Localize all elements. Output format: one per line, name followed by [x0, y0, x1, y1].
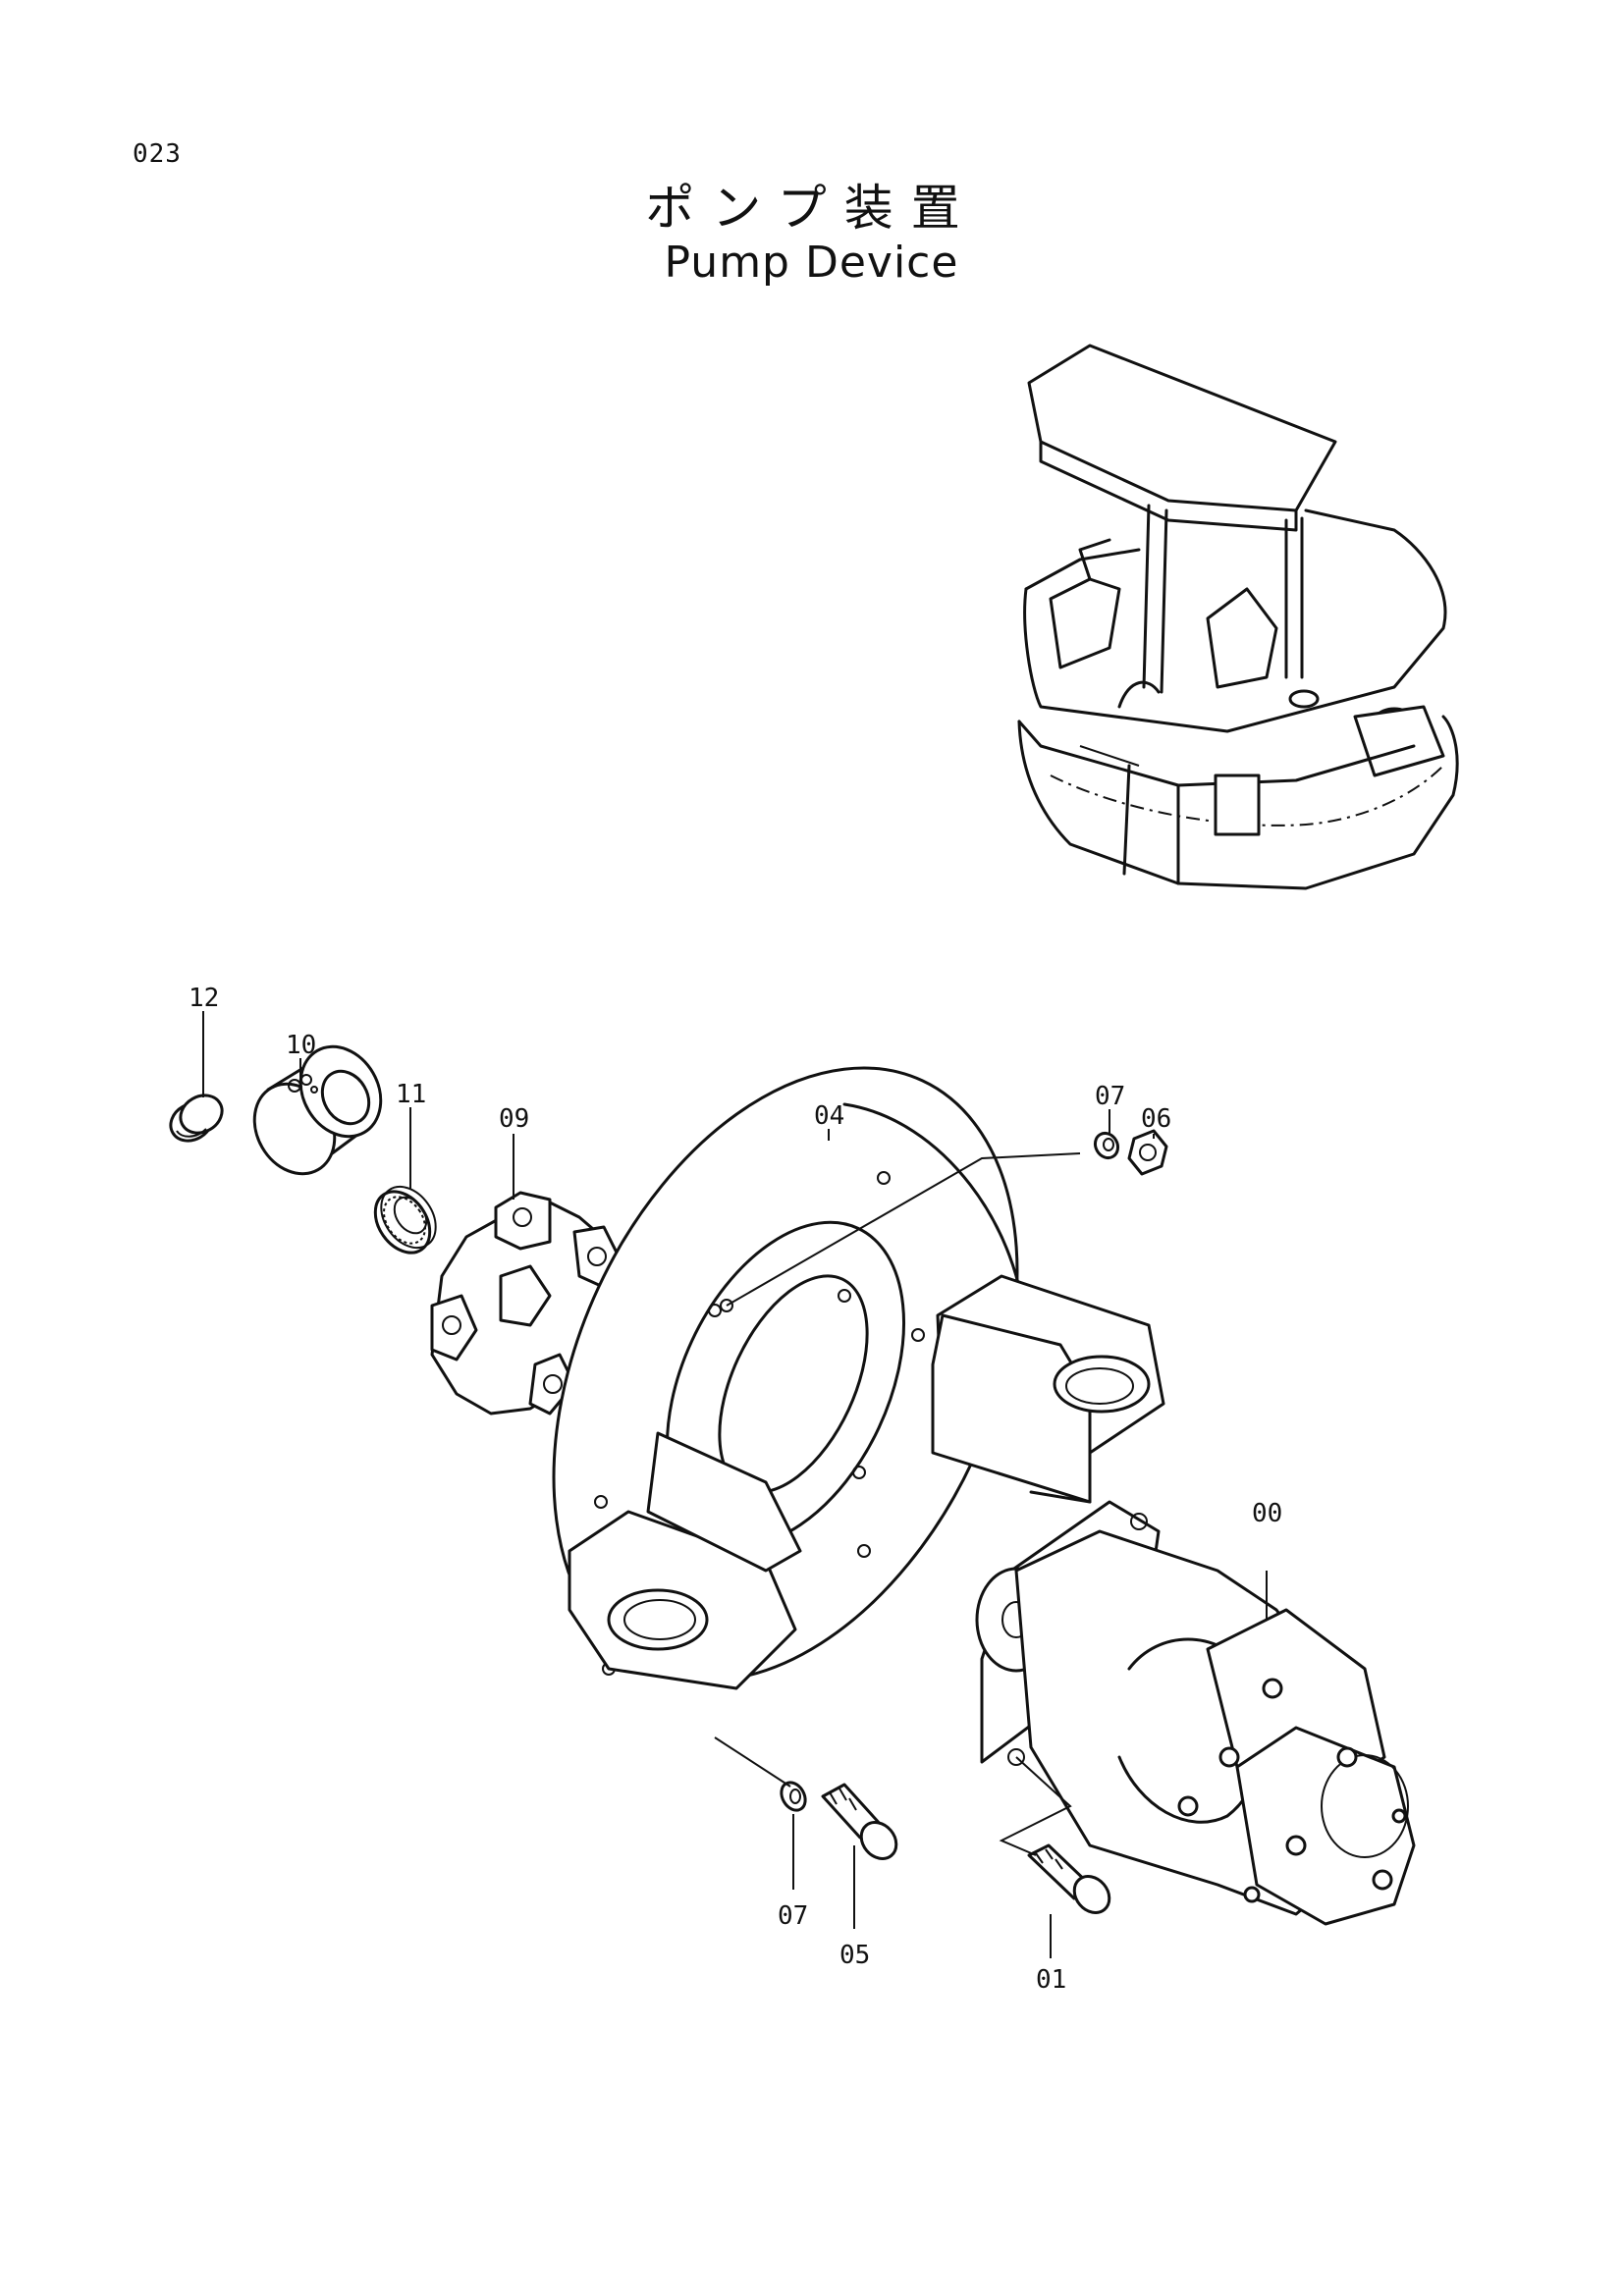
callout-05: 05	[839, 1941, 870, 1970]
title-japanese: ポンプ装置	[645, 180, 978, 237]
callout-09: 09	[499, 1104, 529, 1134]
callout-01: 01	[1036, 1965, 1066, 1995]
part-00-pump	[975, 1500, 1416, 1926]
callout-10: 10	[286, 1031, 316, 1060]
part-04-flange-plate	[552, 1066, 1165, 1690]
callout-12: 12	[189, 984, 219, 1013]
title-english: Pump Device	[664, 238, 959, 288]
callout-07-bottom: 07	[778, 1901, 808, 1931]
part-11-bearing	[373, 1185, 437, 1255]
part-05-bolt	[821, 1783, 898, 1860]
callout-04: 04	[814, 1101, 844, 1131]
callout-06: 06	[1141, 1104, 1171, 1134]
machine-overview-illustration	[1017, 344, 1459, 890]
callout-labels: 12 10 11 09 04 07 06 00 07 05 01	[189, 984, 1282, 1995]
part-10-hub	[252, 1044, 383, 1176]
part-07-washer-top	[1093, 1131, 1120, 1160]
part-07-washer-bottom	[780, 1781, 807, 1812]
part-01-bolt	[1027, 1843, 1111, 1914]
callout-07-top: 07	[1095, 1082, 1125, 1111]
page-number: 023	[133, 139, 182, 169]
callout-11: 11	[396, 1080, 426, 1109]
leader-lines	[202, 1011, 1268, 1958]
part-06-nut	[1127, 1129, 1168, 1176]
callout-00: 00	[1252, 1499, 1282, 1528]
part-12-cap	[169, 1094, 224, 1143]
